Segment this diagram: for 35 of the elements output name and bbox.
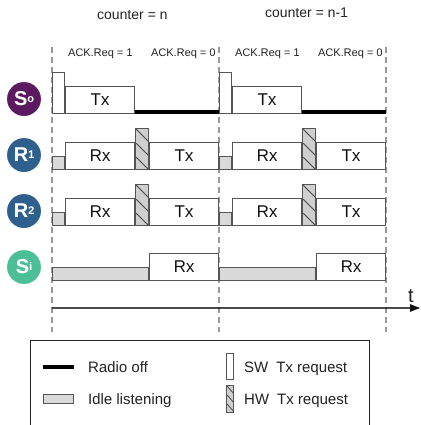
- state-segment: Rx: [65, 142, 135, 170]
- idle-listening-bar: [52, 212, 65, 226]
- state-segment: Tx: [149, 198, 219, 226]
- ack-label: ACK.Req = 0: [318, 47, 383, 59]
- idle-listening-bar: [52, 156, 65, 170]
- legend-text: Idle listening: [88, 391, 172, 408]
- hw-request-box: [135, 128, 149, 170]
- ack-label: ACK.Req = 1: [68, 47, 133, 59]
- state-segment: Rx: [65, 198, 135, 226]
- legend-text: Radio off: [88, 359, 148, 376]
- hw-request-box: [135, 184, 149, 226]
- state-segment: Tx: [316, 142, 386, 170]
- sw-request-box: [219, 72, 232, 114]
- counter-label: counter = n: [97, 6, 168, 22]
- state-segment: Tx: [65, 86, 135, 114]
- state-segment: Rx: [232, 198, 302, 226]
- counter-label: counter = n-1: [265, 4, 348, 20]
- axis-label: t: [408, 285, 414, 308]
- idle-listening-bar: [52, 267, 149, 281]
- ack-label: ACK.Req = 1: [235, 47, 300, 59]
- legend-text: HW Tx request: [244, 391, 348, 408]
- ack-label: ACK.Req = 0: [151, 47, 216, 59]
- hw-request-box: [302, 184, 316, 226]
- idle-listening-bar: [219, 212, 232, 226]
- state-segment: Rx: [149, 253, 219, 281]
- legend-text: SW Tx request: [244, 359, 348, 376]
- state-segment: Rx: [232, 142, 302, 170]
- state-segment: Tx: [316, 198, 386, 226]
- idle-listening-bar: [219, 267, 316, 281]
- state-segment: Rx: [316, 253, 386, 281]
- hw-request-box: [302, 128, 316, 170]
- idle-listening-bar: [219, 156, 232, 170]
- state-segment: Tx: [232, 86, 302, 114]
- state-segment: Tx: [149, 142, 219, 170]
- sw-request-box: [52, 72, 65, 114]
